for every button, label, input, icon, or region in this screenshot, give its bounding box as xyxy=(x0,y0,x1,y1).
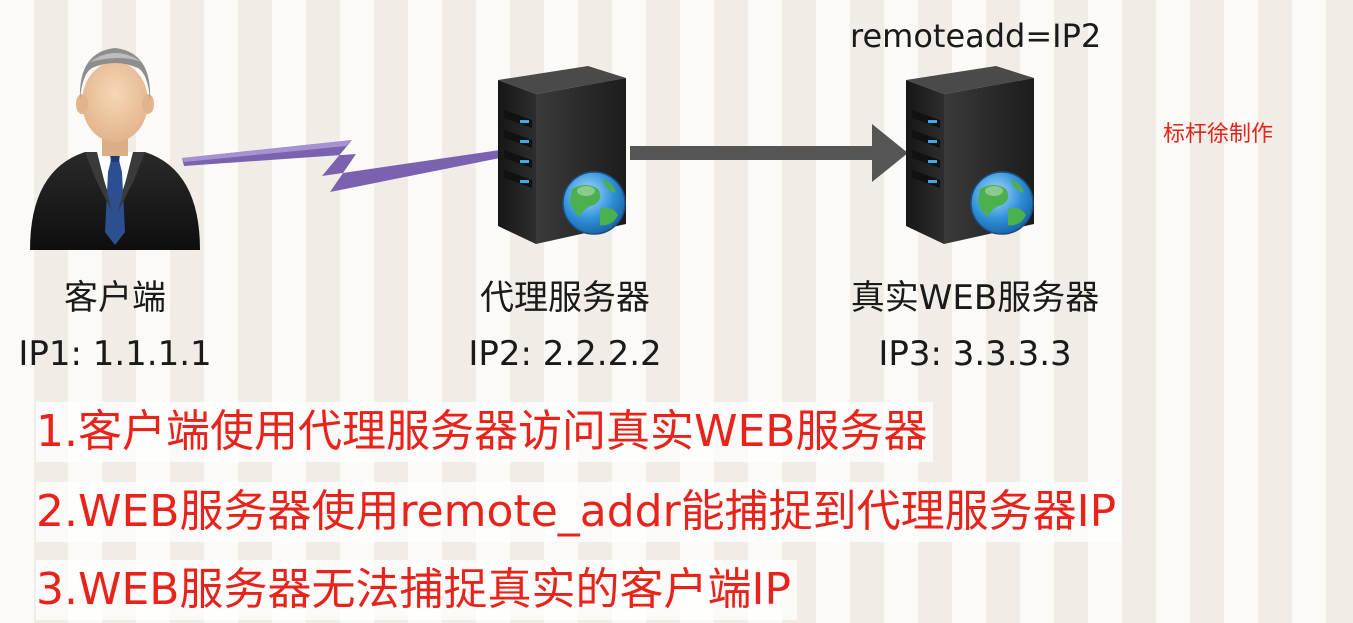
note-line-3: 3.WEB服务器无法捕捉真实的客户端IP xyxy=(36,560,797,620)
lightning-link-icon xyxy=(182,140,500,192)
globe-icon xyxy=(562,171,626,235)
arrow-icon xyxy=(630,124,908,182)
person-icon xyxy=(30,48,200,250)
globe-icon xyxy=(970,171,1034,235)
web-server-ip-label: IP3: 3.3.3.3 xyxy=(878,334,1072,374)
remote-addr-label: remoteadd=IP2 xyxy=(850,17,1102,55)
note-line-2: 2.WEB服务器使用remote_addr能捕捉到代理服务器IP xyxy=(36,482,1123,542)
server-icon xyxy=(906,66,1034,244)
note-line-1: 1.客户端使用代理服务器访问真实WEB服务器 xyxy=(36,402,934,462)
proxy-name-label: 代理服务器 xyxy=(480,278,650,318)
watermark-text: 标杆徐制作 xyxy=(1163,122,1274,147)
server-icon xyxy=(498,66,626,244)
client-name-label: 客户端 xyxy=(64,278,166,318)
web-server-name-label: 真实WEB服务器 xyxy=(850,278,1100,318)
proxy-ip-label: IP2: 2.2.2.2 xyxy=(468,334,662,374)
client-ip-label: IP1: 1.1.1.1 xyxy=(18,334,212,374)
